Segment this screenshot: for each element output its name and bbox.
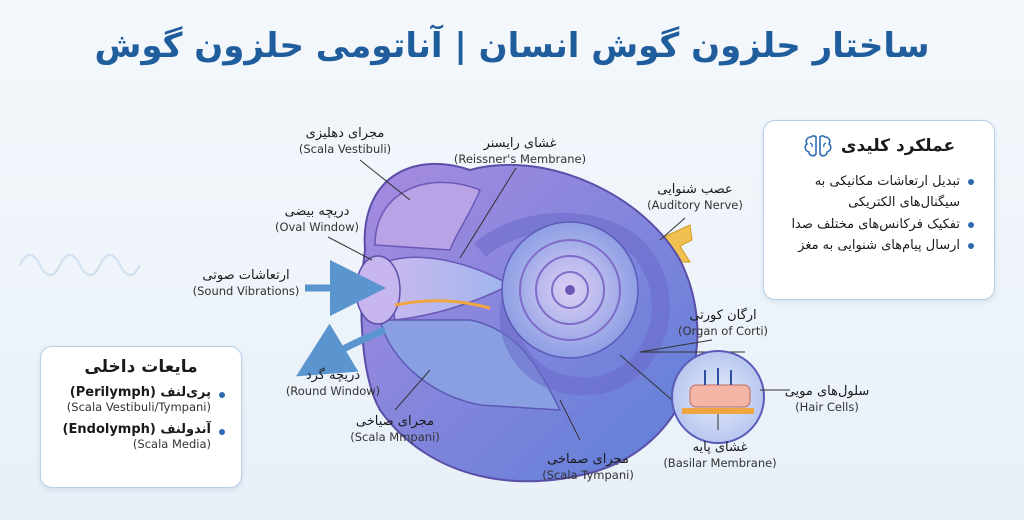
round-window-arrow bbox=[295, 323, 387, 377]
label-round-window: دریچه گرد (Round Window) bbox=[285, 368, 381, 399]
hair-cells-shape bbox=[682, 368, 754, 414]
brain-icon bbox=[804, 135, 832, 157]
page-title: ساختار حلزون گوش انسان | آناتومی حلزون گ… bbox=[94, 26, 930, 66]
label-auditory-nerve: عصب شنوایی (Auditory Nerve) bbox=[647, 182, 743, 213]
key-function-card: عملکرد کلیدی تبدیل ارتعاشات مکانیکی به س… bbox=[763, 120, 995, 300]
function-item: تبدیل ارتعاشات مکانیکی به سیگنال‌های الک… bbox=[778, 171, 976, 214]
oval-window-shape bbox=[355, 255, 401, 325]
label-reissner-membrane: غشای رایسنر (Reissner's Membrane) bbox=[453, 136, 587, 167]
fluids-title: مایعات داخلی bbox=[84, 357, 198, 377]
label-scala-media: مجرای صیاخی (Scala Mmpani) bbox=[350, 414, 440, 445]
scala-vestibuli-chamber bbox=[374, 181, 481, 251]
label-scala-tympani: مجرای صماخی (Scala Tympani) bbox=[542, 452, 634, 483]
label-sound-vibrations: ارتعاشات صوتی (Sound Vibrations) bbox=[192, 268, 300, 299]
fluids-list: پری‌لنف (Perilymph) (Scala Vestibuli/Tym… bbox=[51, 385, 227, 451]
label-basilar-membrane: غشای پایه (Basilar Membrane) bbox=[663, 440, 777, 471]
function-item: تفکیک فرکانس‌های مختلف صدا bbox=[778, 214, 976, 235]
key-function-header: عملکرد کلیدی bbox=[764, 133, 994, 159]
key-function-title: عملکرد کلیدی bbox=[840, 136, 956, 156]
label-oval-window: دریچه بیضی (Oval Window) bbox=[274, 204, 360, 235]
basilar-strip bbox=[394, 299, 491, 310]
function-item: ارسال پیام‌های شنوایی به مغز bbox=[778, 235, 976, 256]
label-organ-of-corti: ارگان کورتی (Organ of Corti) bbox=[677, 308, 769, 339]
internal-fluids-card: مایعات داخلی پری‌لنف (Perilymph) (Scala … bbox=[40, 346, 242, 488]
key-function-list: تبدیل ارتعاشات مکانیکی به سیگنال‌های الک… bbox=[778, 171, 976, 257]
label-hair-cells: سلول‌های مویی (Hair Cells) bbox=[784, 384, 870, 415]
fluid-item-endolymph: آندولنف (Endolymph) (Scala Media) bbox=[51, 422, 227, 451]
label-scala-vestibuli: مجرای دهلیزی (Scala Vestibuli) bbox=[298, 126, 392, 157]
fluid-item-perilymph: پری‌لنف (Perilymph) (Scala Vestibuli/Tym… bbox=[51, 385, 227, 414]
